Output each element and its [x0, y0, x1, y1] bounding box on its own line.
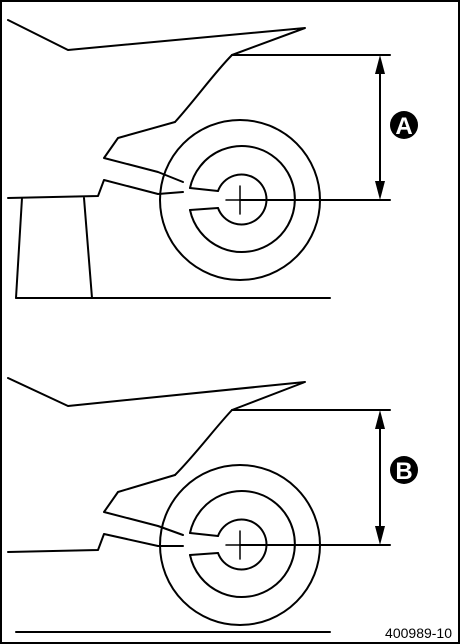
- callout-a-badge: A: [390, 111, 418, 140]
- bottom-vehicle-outline: [7, 377, 391, 553]
- bottom-dimension-arrow: [375, 410, 385, 545]
- figure-reference-code: 400989-10: [385, 625, 452, 641]
- callout-a-label: A: [395, 113, 412, 140]
- callout-b-badge: B: [390, 456, 418, 485]
- top-vehicle-outline: [7, 19, 391, 199]
- callout-b-label: B: [395, 458, 412, 485]
- top-dimension-arrow: [375, 55, 385, 200]
- top-support-stand: [15, 197, 93, 299]
